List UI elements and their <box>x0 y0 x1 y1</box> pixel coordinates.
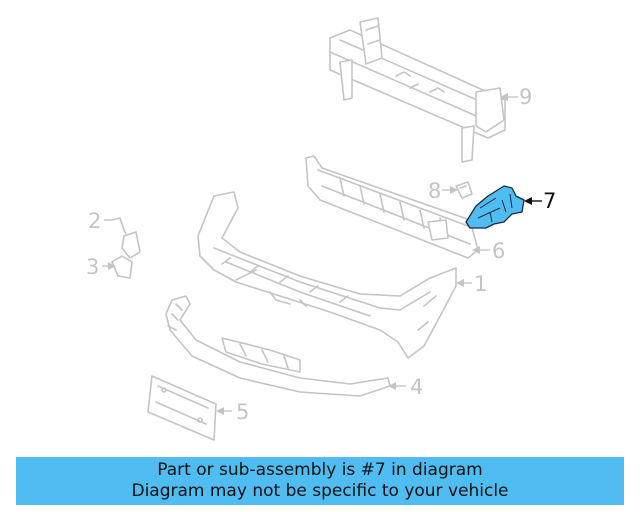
callout-3: 3 <box>86 255 116 279</box>
callout-8: 8 <box>428 179 458 203</box>
callout-label-7: 7 <box>543 189 556 213</box>
part-6-energy-absorber <box>305 155 479 259</box>
callout-4: 4 <box>388 375 423 399</box>
callout-label-4: 4 <box>410 375 423 399</box>
callout-label-9: 9 <box>519 85 532 109</box>
callout-6: 6 <box>472 239 505 263</box>
part-4-lower-valance <box>165 295 391 397</box>
part-2-clip <box>111 217 141 259</box>
callout-label-6: 6 <box>492 239 505 263</box>
callout-label-5: 5 <box>236 400 249 424</box>
callout-label-3: 3 <box>86 255 99 279</box>
callout-1: 1 <box>456 272 487 296</box>
caption-line-2: Diagram may not be specific to your vehi… <box>131 481 509 501</box>
callout-label-8: 8 <box>428 179 441 203</box>
part-8-fastener <box>455 181 473 199</box>
caption-line-1: Part or sub-assembly is #7 in diagram <box>157 460 483 480</box>
part-5-license-bracket <box>147 375 217 441</box>
callout-label-1: 1 <box>474 272 487 296</box>
callout-9: 9 <box>500 85 532 109</box>
part-3-bracket <box>111 255 133 279</box>
callout-7: 7 <box>524 189 556 213</box>
part-9-reinforcement-bar <box>329 17 506 163</box>
callout-2: 2 <box>88 209 112 233</box>
part-1-bumper-cover <box>197 191 457 359</box>
caption-banner: Part or sub-assembly is #7 in diagram Di… <box>16 457 624 505</box>
callout-label-2: 2 <box>88 209 101 233</box>
callout-5: 5 <box>216 400 249 424</box>
part-7-bracket-highlighted[interactable] <box>465 185 525 229</box>
